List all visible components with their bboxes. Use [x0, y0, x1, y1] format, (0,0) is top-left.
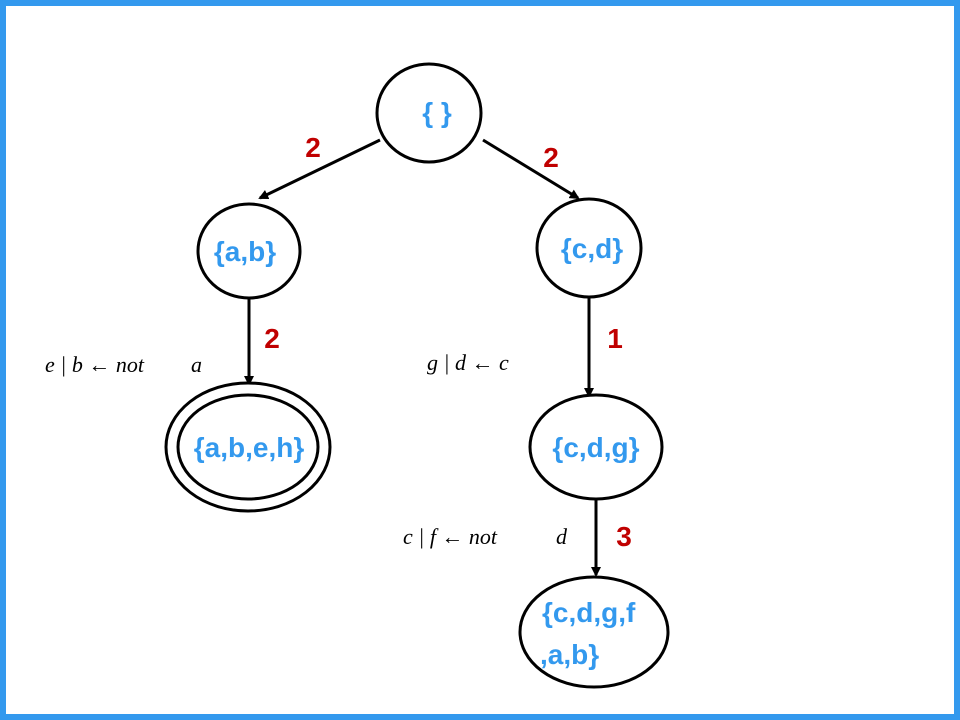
edge-number-cd-cdg: 1	[607, 323, 623, 354]
edge-number-root-ab: 2	[305, 132, 321, 163]
rule-cdg-cdgfab-right: d	[556, 524, 568, 549]
node-ab-label: {a,b}	[214, 236, 276, 267]
edge-number-root-cd: 2	[543, 142, 559, 173]
node-cdgfab	[518, 575, 670, 689]
node-cdg	[528, 393, 664, 501]
node-root	[375, 62, 483, 164]
node-cdgfab-label-line1: {c,d,g,f	[542, 597, 636, 628]
node-abeh-label: {a,b,e,h}	[194, 432, 305, 463]
node-abeh	[176, 393, 320, 501]
edge-number-ab-abeh: 2	[264, 323, 280, 354]
node-cdg-label: {c,d,g}	[552, 432, 639, 463]
edge-number-cdg-cdgfab: 3	[616, 521, 632, 552]
node-cdgfab-label-line2: ,a,b}	[540, 639, 599, 670]
node-root-label: { }	[422, 97, 452, 128]
node-cd-label: {c,d}	[561, 233, 623, 264]
edge-root-to-ab	[258, 138, 381, 200]
edge-root-to-cd	[482, 138, 580, 200]
node-ab	[196, 202, 302, 300]
rule-cd-cdg: g | d ← c	[427, 350, 509, 375]
node-cd	[535, 197, 643, 299]
rule-ab-abeh-right: a	[191, 352, 202, 377]
rule-cdg-cdgfab-left: c | f ← not	[403, 524, 498, 549]
rule-ab-abeh-left: e | b ← not	[45, 352, 145, 377]
